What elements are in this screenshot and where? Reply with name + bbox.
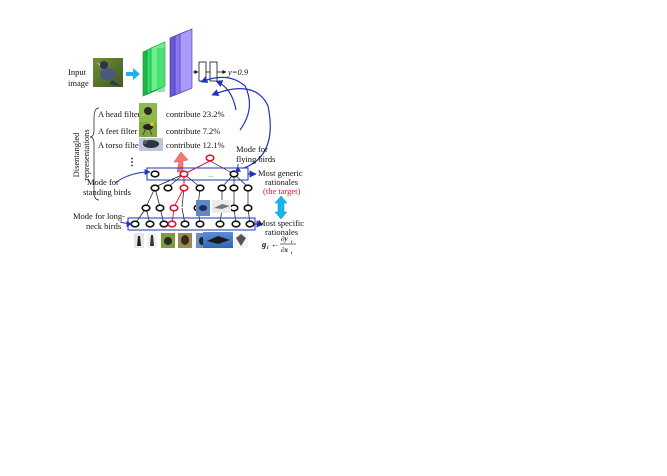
bird-image-strip xyxy=(134,232,248,248)
mode-flying-line1: Mode for xyxy=(236,144,268,154)
tree-node xyxy=(217,184,227,192)
tree-node xyxy=(179,184,189,192)
tree-node xyxy=(179,170,189,178)
most-generic-line2: rationales xyxy=(265,177,298,187)
filter-row-torso: A torso filter contribute 12.1% xyxy=(98,138,225,151)
most-generic-label: Most generic rationales (the target) xyxy=(258,168,303,196)
disentangled-line2: representations xyxy=(81,129,91,180)
tree-node xyxy=(229,170,239,178)
mode-longneck-line1: Mode for long- xyxy=(73,211,125,221)
output-label: y=0.9 xyxy=(227,67,249,77)
bird-thumbnail xyxy=(178,233,192,248)
tree-node xyxy=(163,184,173,192)
formula-num-sub: i xyxy=(291,239,293,244)
disentangled-line1: Disentangled xyxy=(71,132,81,178)
formula-g-sub: i xyxy=(267,245,269,251)
tree-edges xyxy=(134,160,251,225)
ellipsis-icon: ⋮ xyxy=(127,157,137,168)
filter-contribution: contribute 23.2% xyxy=(166,109,225,119)
tree-node xyxy=(180,220,190,228)
fc-layer-block-1 xyxy=(198,61,207,82)
tree-node xyxy=(195,184,205,192)
mode-standing-line2: standing birds xyxy=(83,187,131,197)
bird-thumbnail-feet xyxy=(139,122,157,137)
formula-den: ∂x xyxy=(281,246,288,254)
formula-arrow: ← xyxy=(271,239,280,249)
double-arrow-cyan xyxy=(274,195,288,220)
bird-thumbnail-tree-1 xyxy=(196,200,210,216)
filter-name: A feet filter xyxy=(98,126,137,136)
bird-thumbnail-head xyxy=(139,103,157,122)
conv-layer-block-green xyxy=(142,41,166,97)
mode-standing-line1: Mode for xyxy=(87,177,119,187)
tree-node xyxy=(150,170,160,178)
tree-node xyxy=(150,184,160,192)
bird-thumbnail-torso xyxy=(139,138,163,151)
most-specific-line1: Most specific xyxy=(258,218,304,228)
brace xyxy=(89,107,100,201)
input-label-line2: image xyxy=(68,78,89,88)
most-generic-line1: Most generic xyxy=(258,168,303,178)
bird-thumbnail xyxy=(203,232,233,248)
feedback-arrow-tree xyxy=(211,88,271,169)
tree-node xyxy=(141,204,151,212)
bird-thumbnail xyxy=(147,233,157,248)
tree-node xyxy=(243,204,253,212)
input-bird-image xyxy=(93,58,123,87)
tree-node xyxy=(145,220,155,228)
mode-longneck-line2: neck birds xyxy=(86,221,121,231)
formula-num: ∂y xyxy=(281,235,288,243)
most-specific-line2: rationales xyxy=(265,227,298,237)
mode-flying-label: Mode for flying birds xyxy=(234,144,275,173)
tree-node xyxy=(245,220,255,228)
bird-thumbnail xyxy=(134,233,144,248)
tree-node xyxy=(229,184,239,192)
input-image-label: Input image xyxy=(68,67,89,88)
most-specific-label: Most specific rationales xyxy=(258,218,304,237)
feedback-arrow-head xyxy=(215,80,237,111)
tree-nodes xyxy=(130,154,255,228)
filter-name: A torso filter xyxy=(98,140,142,150)
filter-row-feet: A feet filter contribute 7.2% xyxy=(98,122,220,137)
input-arrow xyxy=(126,68,140,80)
node-dots: … xyxy=(208,173,214,179)
formula-den-sub: i xyxy=(291,250,293,255)
fc-layer-block-2 xyxy=(209,61,218,82)
tree-node xyxy=(215,220,225,228)
upward-arrow-red xyxy=(173,151,189,173)
filter-row-head: A head filter contribute 23.2% xyxy=(98,103,225,122)
tree-node xyxy=(169,204,179,212)
filter-contribution: contribute 7.2% xyxy=(166,126,220,136)
bird-thumbnail xyxy=(234,233,248,248)
tree-node xyxy=(167,220,177,228)
tree-node xyxy=(130,220,140,228)
feedback-arrow-feet xyxy=(200,76,251,131)
tree-node-root xyxy=(205,154,215,162)
filter-contribution: contribute 12.1% xyxy=(166,140,225,150)
bird-thumbnail xyxy=(161,233,175,248)
input-label-line1: Input xyxy=(68,67,87,77)
the-target-label: (the target) xyxy=(263,186,301,196)
formula-g: g xyxy=(261,239,267,249)
disentangled-label: Disentangled representations xyxy=(71,129,91,180)
mode-standing-label: Mode for standing birds xyxy=(83,169,151,197)
conv-layer-block-purple xyxy=(169,28,193,98)
bird-thumbnail-tree-2 xyxy=(212,200,231,213)
gradient-formula: g i ← ∂y i ∂x i xyxy=(261,235,296,255)
filter-name: A head filter xyxy=(98,109,141,119)
mode-longneck-label: Mode for long- neck birds xyxy=(73,211,133,231)
tree-node xyxy=(195,220,205,228)
tree-node xyxy=(243,184,253,192)
tree-node xyxy=(155,204,165,212)
tree-node xyxy=(229,204,239,212)
tree-node xyxy=(159,220,169,228)
tree-node xyxy=(231,220,241,228)
mode-flying-line2: flying birds xyxy=(236,154,275,164)
